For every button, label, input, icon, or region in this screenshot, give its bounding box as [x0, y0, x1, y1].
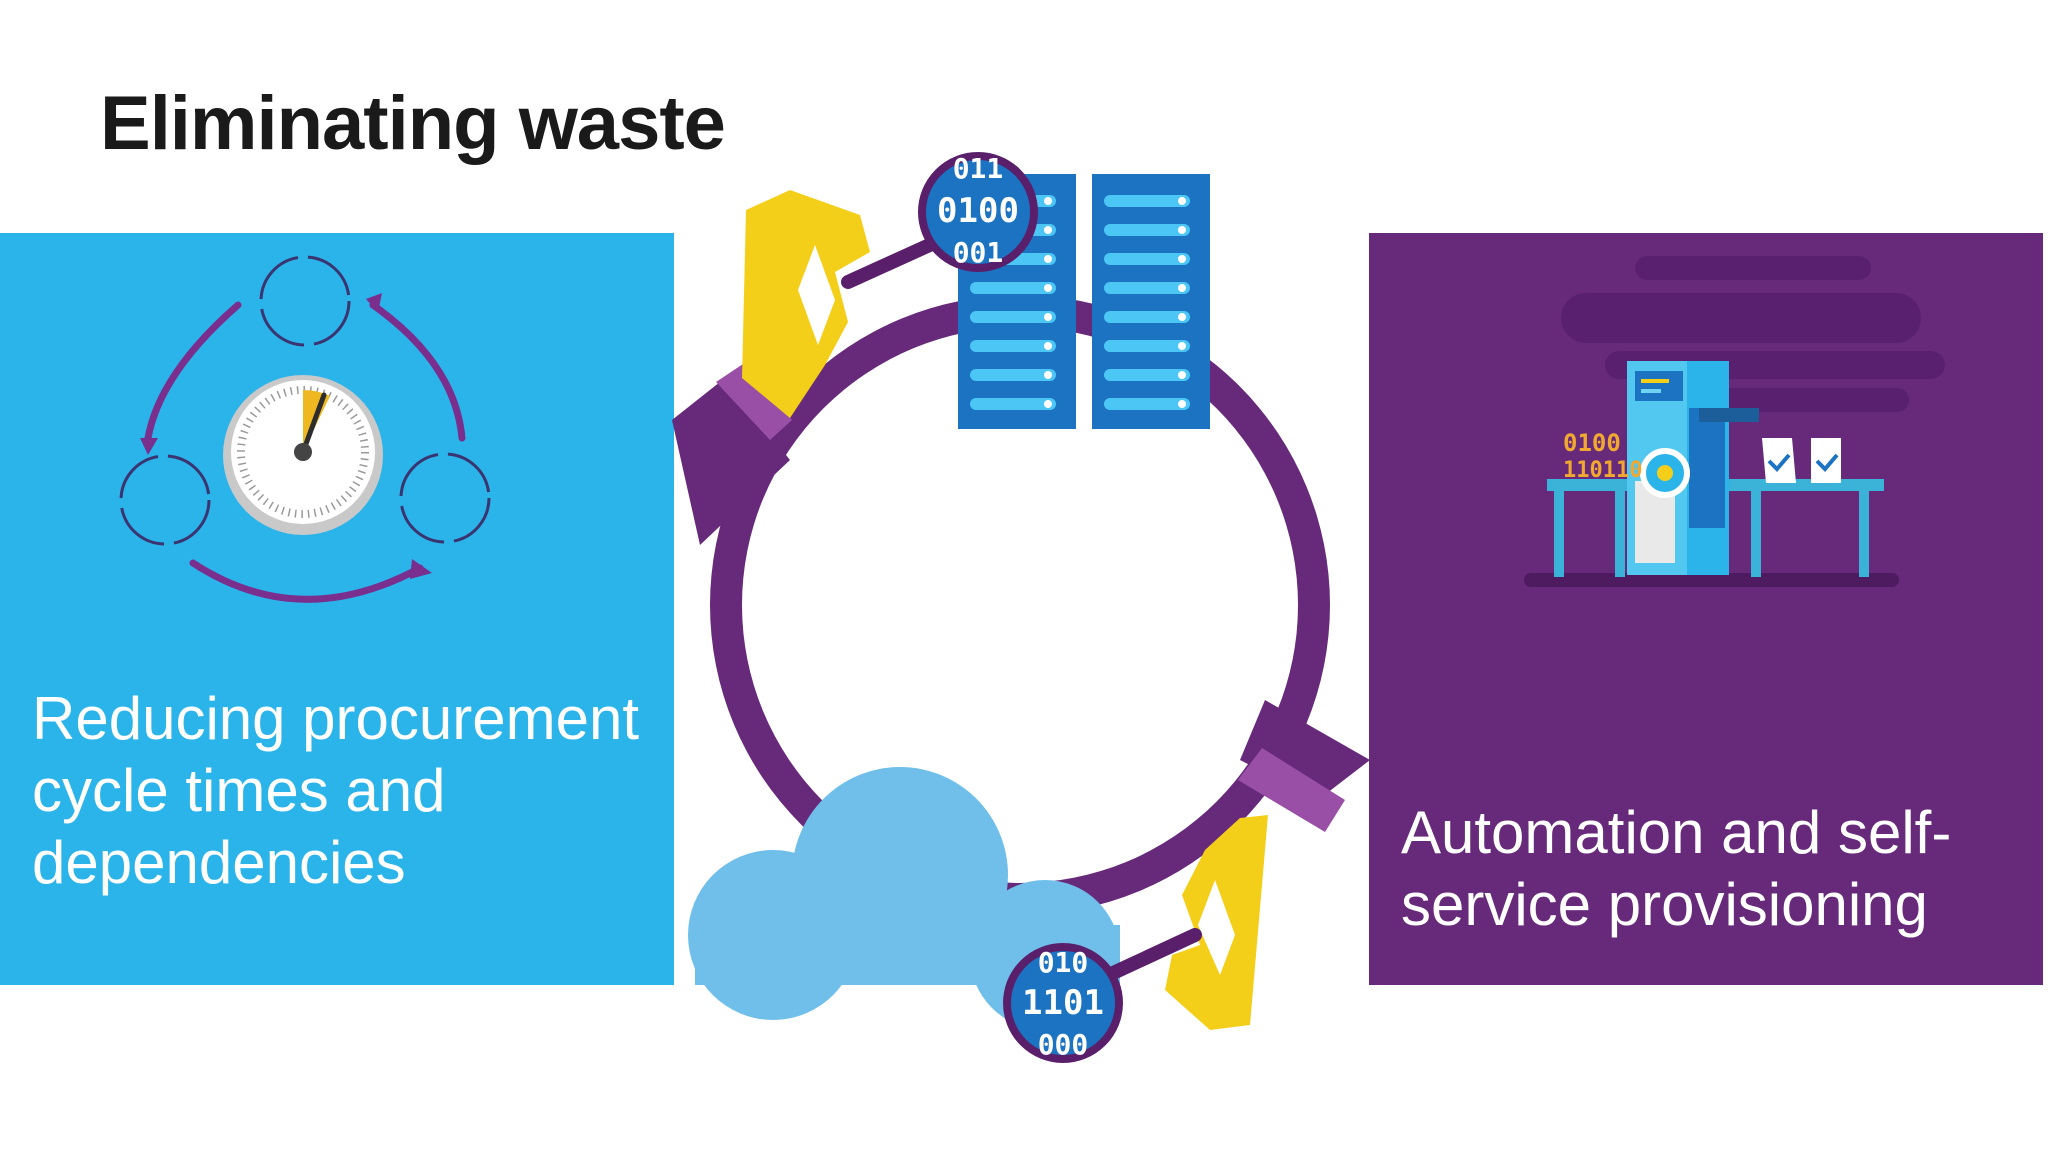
bits-top-2: 0100	[937, 191, 1019, 231]
purple-cycle-arrows-icon	[144, 301, 466, 603]
purple-ring-icon	[710, 295, 1330, 915]
automation-panel: 0100 110110 Automation and self-service …	[1369, 233, 2043, 985]
automation-text: Automation and self-service provisioning	[1401, 799, 1952, 938]
server-rack-icon	[958, 174, 1210, 429]
cycle-arrows-icon	[119, 255, 491, 546]
checkmark-document-icon	[1762, 438, 1841, 483]
factory-bits-1: 0100	[1563, 429, 1621, 457]
bits-top-1: 011	[953, 152, 1004, 185]
procurement-text: Reducing procurement cycle times and dep…	[32, 685, 640, 896]
bits-top-3: 001	[953, 236, 1004, 269]
stopwatch-icon	[223, 375, 383, 535]
hand-icon	[1165, 700, 1370, 1030]
bits-bottom-2: 1101	[1022, 983, 1104, 1023]
bits-bottom-3: 000	[1038, 1028, 1089, 1061]
slide-title: Eliminating waste	[100, 81, 726, 166]
factory-illustration: 0100 110110	[1524, 256, 1945, 587]
cloud-icon	[688, 767, 1120, 1030]
cycle-stopwatch-illustration	[119, 255, 491, 603]
hand-icon	[672, 190, 870, 545]
factory-bits-2: 110110	[1563, 458, 1642, 483]
factory-machine-icon	[1547, 361, 1884, 577]
bits-bottom-1: 010	[1038, 946, 1089, 979]
procurement-panel: Reducing procurement cycle times and dep…	[0, 233, 674, 985]
magnifier-icon: 011 0100 001	[841, 152, 1038, 289]
magnifier-icon: 010 1101 000	[1003, 928, 1202, 1063]
